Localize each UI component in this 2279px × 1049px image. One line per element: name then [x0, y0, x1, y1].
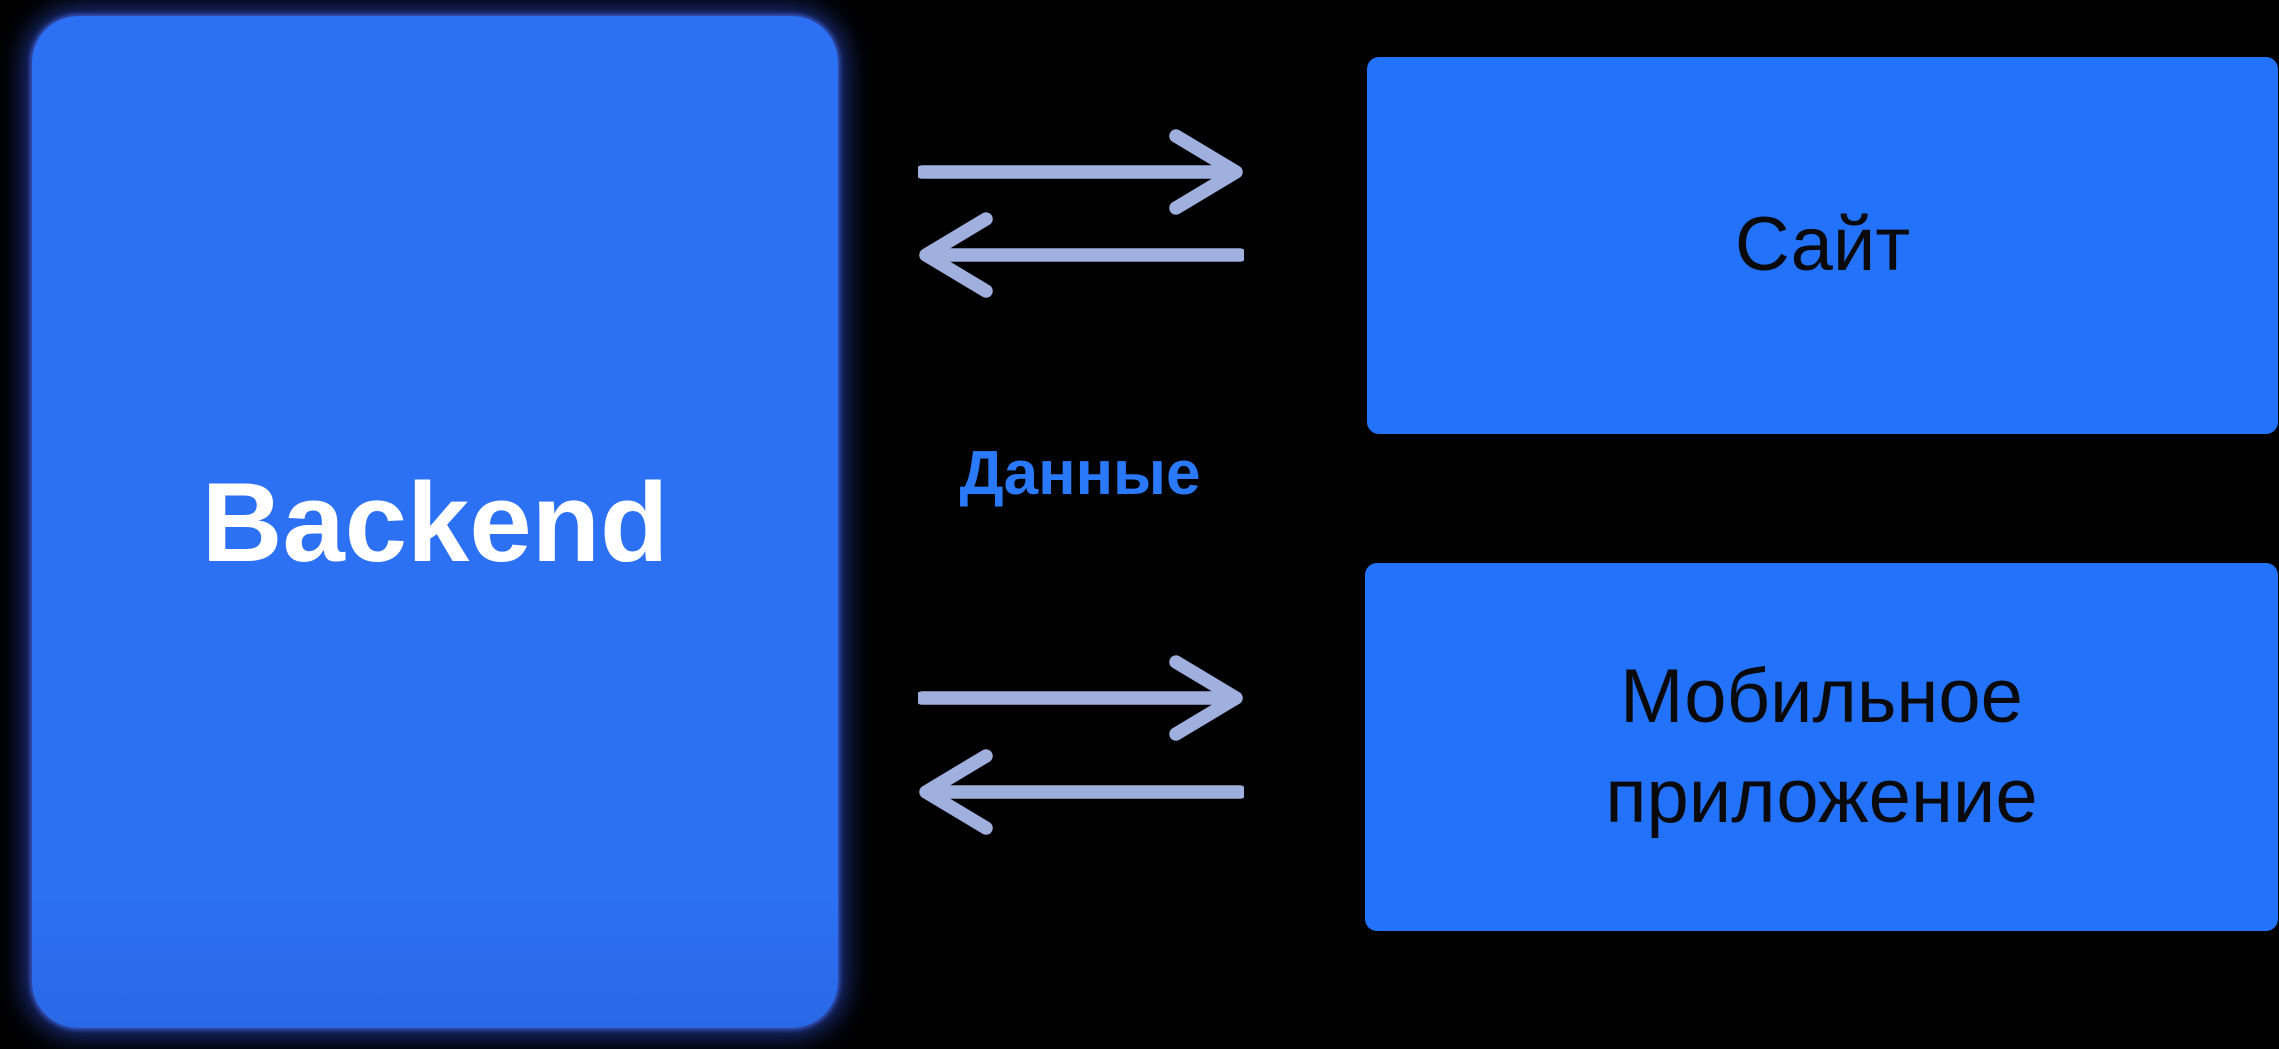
- arrow-left-icon: [919, 212, 1244, 298]
- site-node: Сайт: [1367, 57, 2278, 434]
- arrow-left-icon: [919, 749, 1244, 835]
- arrow-right-icon: [918, 129, 1243, 215]
- backend-node-label: Backend: [201, 459, 669, 585]
- backend-node: Backend: [32, 16, 838, 1028]
- site-node-label: Сайт: [1734, 202, 1911, 288]
- mobile-app-node: Мобильное приложение: [1365, 563, 2278, 931]
- data-flow-label: Данные: [959, 439, 1201, 508]
- mobile-app-node-label: Мобильное приложение: [1605, 653, 2038, 839]
- arrow-right-icon: [918, 655, 1243, 741]
